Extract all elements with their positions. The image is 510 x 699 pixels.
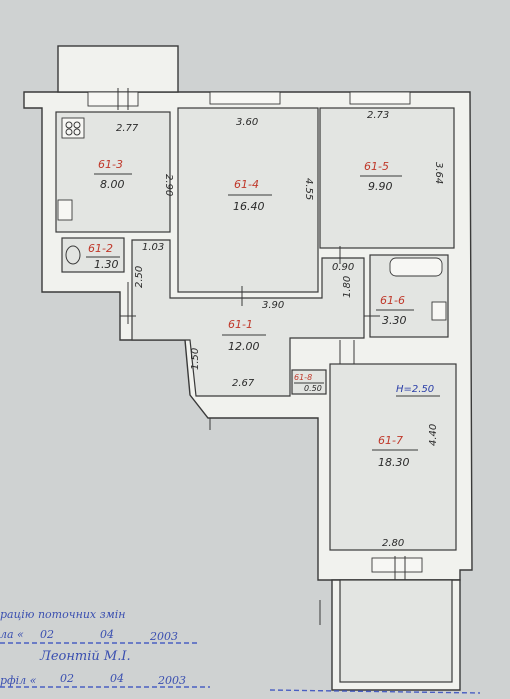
room-area-61-6: 3.30 <box>382 314 407 327</box>
room-id-61-3: 61-3 <box>98 158 123 171</box>
room-id-61-1: 61-1 <box>228 318 253 331</box>
stamp-line-2-month: 04 <box>100 628 114 641</box>
stamp-line-3: Леонтій М.І. <box>39 649 131 664</box>
dim-455: 4.55 <box>303 178 314 200</box>
room-area-61-2: 1.30 <box>94 258 119 271</box>
window-3 <box>349 91 411 105</box>
dim-277: 2.77 <box>116 123 139 134</box>
room-id-61-8: 61-8 <box>294 373 312 382</box>
stamp-line-1: рацію поточних змін <box>0 608 126 621</box>
dim-267: 2.67 <box>232 378 255 389</box>
window-1 <box>87 91 139 107</box>
dim-250: 2.50 <box>134 266 145 288</box>
room-area-61-3: 8.00 <box>100 178 125 191</box>
washbasin-icon <box>431 301 447 321</box>
room-id-61-4: 61-4 <box>234 178 259 191</box>
ceiling-height-label: H=2.50 <box>396 384 434 395</box>
dim-390: 3.90 <box>262 300 284 311</box>
dim-103: 1.03 <box>142 242 164 253</box>
dim-290: 2.90 <box>163 174 174 196</box>
sink-icon <box>57 199 73 221</box>
room-area-61-4: 16.40 <box>233 200 265 213</box>
dim-150: 1.50 <box>190 348 201 370</box>
room-61-2 <box>61 237 125 273</box>
room-id-61-7: 61-7 <box>378 434 403 447</box>
room-61-1 <box>131 239 365 397</box>
room-area-61-7: 18.30 <box>378 456 410 469</box>
room-id-61-6: 61-6 <box>380 294 405 307</box>
stamp-line-2-day: 02 <box>40 628 54 641</box>
stamp-line-2-year: 2003 <box>149 630 178 643</box>
room-area-61-5: 9.90 <box>368 180 393 193</box>
dim-273: 2.73 <box>367 110 389 121</box>
room-61-5 <box>319 107 455 249</box>
room-id-61-2: 61-2 <box>88 242 113 255</box>
stove-icon <box>61 117 85 139</box>
dim-180: 1.80 <box>342 276 353 298</box>
room-area-61-1: 12.00 <box>228 340 260 353</box>
stamp-line-4-month: 04 <box>110 672 124 685</box>
bathtub-icon <box>389 257 443 277</box>
stamp-line-4-day: 02 <box>60 672 74 685</box>
room-area-61-8: 0.50 <box>304 384 322 393</box>
stamp-line-2-prefix: ла « <box>0 628 24 641</box>
balcony-top <box>57 45 179 93</box>
balcony-bottom-floor <box>339 579 453 683</box>
room-61-7 <box>329 363 457 551</box>
dim-364: 3.64 <box>433 162 444 184</box>
room-id-61-5: 61-5 <box>364 160 389 173</box>
window-2 <box>209 91 281 105</box>
stamp-line-4-prefix: рфіл « <box>0 674 37 687</box>
dim-280: 2.80 <box>382 538 404 549</box>
room-61-8 <box>291 369 327 395</box>
dim-360: 3.60 <box>236 117 258 128</box>
window-4 <box>371 557 423 573</box>
dim-090: 0.90 <box>332 262 354 273</box>
stamp-line-4-year: 2003 <box>157 674 186 687</box>
toilet-icon <box>65 245 81 265</box>
room-61-4 <box>177 107 319 293</box>
dim-440: 4.40 <box>428 424 439 446</box>
